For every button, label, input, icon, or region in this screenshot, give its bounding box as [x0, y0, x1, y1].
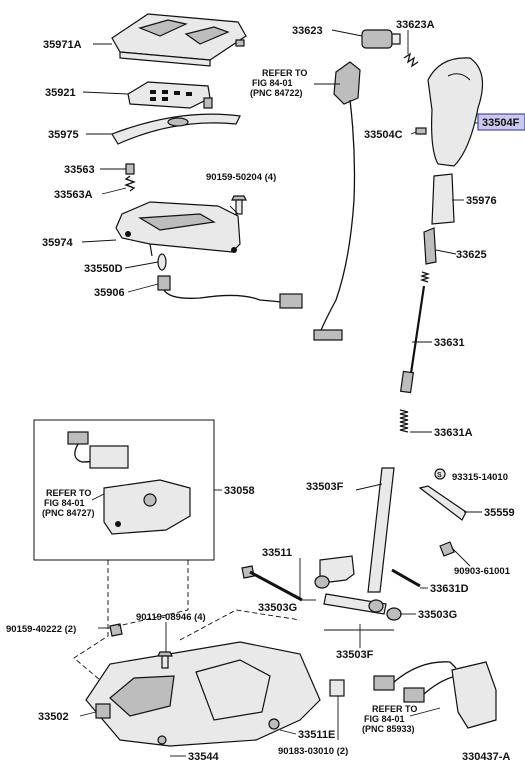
- label-35974: 35974: [42, 237, 73, 249]
- pin-part[interactable]: [391, 568, 421, 588]
- shift-base-part[interactable]: [85, 641, 321, 747]
- nut-part[interactable]: [109, 623, 123, 637]
- label-35976: 35976: [466, 195, 497, 207]
- label-33631A: 33631A: [434, 427, 473, 439]
- svg-text:S: S: [437, 472, 442, 479]
- label-33503G-right: 33503G: [418, 609, 457, 621]
- ref-note-bottom: REFER TO FIG 84-01 (PNC 85933): [362, 704, 417, 734]
- label-33511E: 33511E: [298, 729, 335, 741]
- clip-part[interactable]: [439, 541, 455, 557]
- label-33511: 33511: [262, 547, 292, 559]
- shift-housing-part[interactable]: [115, 201, 241, 257]
- harness-clip-part[interactable]: [329, 679, 345, 697]
- label-35921: 35921: [45, 87, 76, 99]
- leader-lines: [79, 29, 484, 757]
- label-35906: 35906: [94, 287, 125, 299]
- ref-bottom-arrow: [409, 707, 441, 717]
- svg-text:(PNC 84727): (PNC 84727): [42, 508, 95, 518]
- shift-lock-harness[interactable]: [373, 661, 497, 729]
- indicator-wire-harness[interactable]: [157, 275, 303, 309]
- label-33631: 33631: [434, 337, 465, 349]
- label-33504F[interactable]: 33504F: [482, 117, 520, 129]
- label-35975: 35975: [48, 129, 79, 141]
- key-spring-part[interactable]: [403, 52, 419, 68]
- rod-spring-part[interactable]: [399, 409, 409, 433]
- bushing-part[interactable]: [386, 607, 402, 621]
- label-90159-40222: 90159-40222 (2): [6, 624, 76, 635]
- label-33550D: 33550D: [84, 263, 123, 275]
- bolt-part[interactable]: [231, 195, 247, 215]
- key-cylinder-part[interactable]: [361, 29, 401, 49]
- spring-part[interactable]: [124, 163, 136, 192]
- svg-text:FIG 84-01: FIG 84-01: [364, 714, 405, 724]
- highlighted-part-label-box: [477, 113, 525, 131]
- label-33625: 33625: [456, 249, 487, 261]
- pivot-bolt-part[interactable]: [241, 565, 303, 602]
- label-90119-08946: 90119-08946 (4): [136, 612, 206, 623]
- label-35971A: 35971A: [43, 39, 82, 51]
- position-switch-part[interactable]: [67, 431, 191, 535]
- label-93315-14010: 93315-14010: [452, 472, 508, 483]
- svg-text:(PNC 84722): (PNC 84722): [250, 88, 303, 98]
- label-33503G-left: 33503G: [258, 602, 297, 614]
- label-33631D: 33631D: [430, 583, 469, 595]
- base-bolt-part[interactable]: [157, 651, 173, 669]
- lock-cable-part[interactable]: [313, 61, 361, 341]
- label-33504C: 33504C: [364, 129, 403, 141]
- assembly-lines: [73, 560, 301, 681]
- label-90903-61001: 90903-61001: [454, 566, 511, 577]
- label-33503F-lower: 33503F: [336, 649, 374, 661]
- shift-button-part[interactable]: [423, 227, 437, 265]
- svg-text:FIG 84-01: FIG 84-01: [252, 78, 293, 88]
- svg-text:(PNC 85933): (PNC 85933): [362, 724, 415, 734]
- label-33544: 33544: [188, 751, 219, 763]
- shift-bezel-part[interactable]: [111, 13, 247, 67]
- ref-note-box: REFER TO FIG 84-01 (PNC 84727): [42, 488, 95, 518]
- shift-knob-part[interactable]: [427, 57, 484, 167]
- knob-screw-part[interactable]: [415, 127, 427, 135]
- lever-boot-part[interactable]: [431, 173, 455, 225]
- bulb-part[interactable]: [157, 253, 167, 271]
- label-90183-03010: 90183-03010 (2): [278, 746, 348, 757]
- svg-text:FIG 84-01: FIG 84-01: [44, 498, 85, 508]
- indicator-panel-part[interactable]: [127, 81, 213, 109]
- label-33503F-upper: 33503F: [306, 481, 344, 493]
- label-33623A: 33623A: [396, 19, 435, 31]
- slide-cover-part[interactable]: [111, 113, 241, 145]
- label-33502: 33502: [38, 711, 69, 723]
- label-90159-50204: 90159-50204 (4): [206, 172, 276, 183]
- label-33623: 33623: [292, 25, 323, 37]
- spring-washer-part[interactable]: S: [434, 468, 446, 480]
- label-33563: 33563: [64, 164, 95, 176]
- detent-plate-part[interactable]: [418, 485, 467, 521]
- shift-lever-assembly-part[interactable]: [314, 467, 395, 615]
- ref-note-top: REFER TO FIG 84-01 (PNC 84722): [250, 68, 307, 98]
- svg-text:REFER TO: REFER TO: [262, 68, 307, 78]
- label-330437-A: 330437-A: [462, 751, 510, 763]
- shift-rod-part[interactable]: [399, 271, 431, 394]
- svg-text:REFER TO: REFER TO: [372, 704, 417, 714]
- label-35559: 35559: [484, 507, 515, 519]
- label-33563A: 33563A: [54, 189, 93, 201]
- label-33058: 33058: [224, 485, 255, 497]
- ref-box-arrow: [91, 493, 105, 501]
- svg-text:REFER TO: REFER TO: [46, 488, 91, 498]
